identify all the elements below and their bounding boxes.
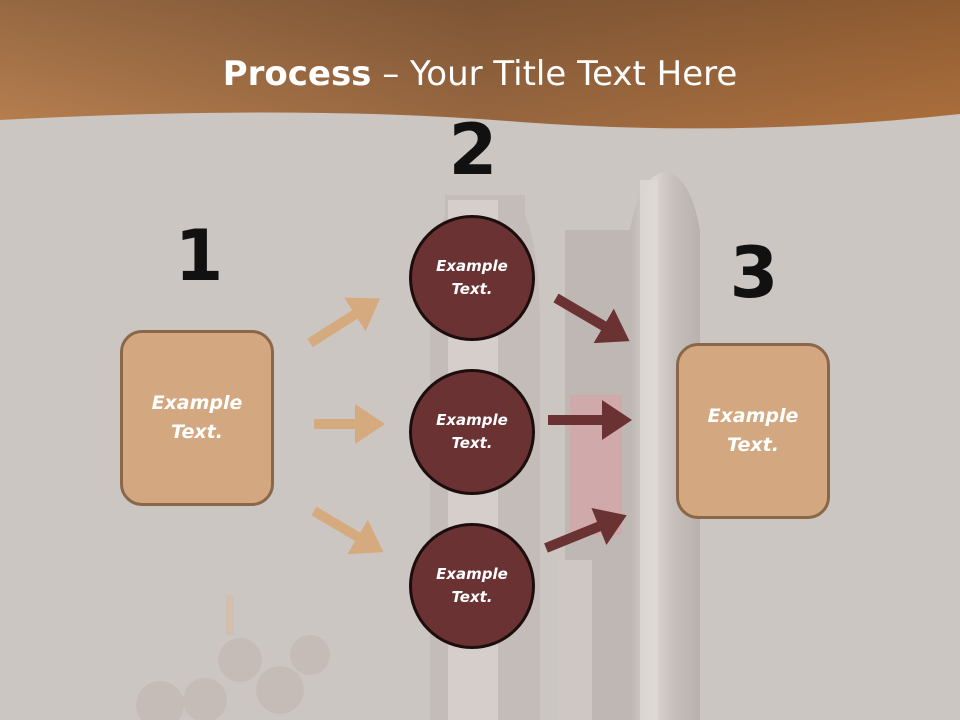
arrow-1-to-top bbox=[307, 297, 381, 348]
step-2-circle-text: Example Text. bbox=[436, 411, 508, 452]
step-3-box: Example Text. bbox=[676, 343, 830, 519]
step-number-3: 3 bbox=[729, 232, 779, 314]
step-2-circle-bottom: Example Text. bbox=[409, 523, 535, 649]
step-2-circle-text: Example Text. bbox=[436, 565, 508, 606]
step-2-circle-middle: Example Text. bbox=[409, 369, 535, 495]
step-1-text: Example Text. bbox=[151, 392, 243, 443]
step-2-circle-text: Example Text. bbox=[436, 257, 508, 298]
arrow-1-to-bottom bbox=[311, 506, 384, 555]
step-number-2: 2 bbox=[448, 109, 498, 191]
arrow-top-to-3 bbox=[553, 293, 630, 344]
arrow-bottom-to-3 bbox=[544, 507, 627, 553]
step-number-1: 1 bbox=[174, 215, 224, 297]
slide-title: Process – Your Title Text Here bbox=[0, 50, 960, 98]
title-rest: – Your Title Text Here bbox=[371, 54, 738, 94]
step-1-box: Example Text. bbox=[120, 330, 274, 506]
step-2-circle-top: Example Text. bbox=[409, 215, 535, 341]
step-3-text: Example Text. bbox=[707, 405, 799, 456]
title-bold: Process bbox=[222, 54, 372, 94]
